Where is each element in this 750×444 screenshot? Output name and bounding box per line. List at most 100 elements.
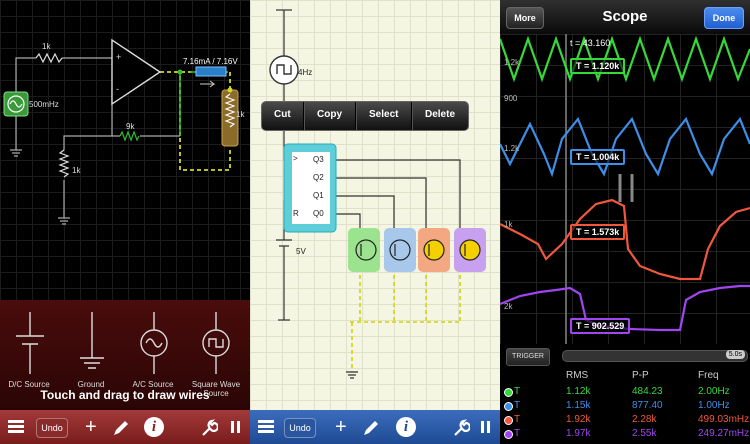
clock-freq-label: 4Hz — [298, 68, 313, 77]
menu-delete[interactable]: Delete — [425, 109, 456, 120]
trigger-button[interactable]: TRIGGER — [506, 348, 550, 366]
pause-icon-bar — [487, 421, 490, 433]
scale-label-5: 2k — [504, 302, 513, 311]
palette-label-dc: D/C Source — [8, 380, 50, 389]
timebase-value: 5.0s — [725, 350, 745, 359]
row-pp: 2.28k — [632, 414, 657, 425]
context-menu: Cut Copy Select Delete — [261, 101, 469, 131]
pencil-icon[interactable] — [362, 419, 380, 437]
palette-square-wave-source[interactable] — [188, 308, 244, 388]
measure-row[interactable]: T 1.12k 484.23 2.00Hz — [500, 386, 750, 399]
row-rms: 1.97k — [566, 428, 591, 439]
meter-readout: 7.16mA / 7.16V — [183, 57, 238, 66]
col-pp: P-P — [632, 370, 649, 381]
trace-tag-purple[interactable]: T = 902.529 — [570, 318, 631, 334]
scale-label-1: 1.2k — [504, 58, 520, 67]
row-name: T — [514, 414, 521, 425]
pause-icon[interactable] — [481, 421, 484, 433]
pin-q3-label: Q3 — [313, 155, 324, 164]
svg-text:-: - — [116, 84, 119, 94]
measure-row[interactable]: T 1.92k 2.28k 499.03mHz — [500, 414, 750, 427]
trace-tag-green[interactable]: T = 1.120k — [570, 58, 626, 74]
cursor-time-readout: t = 43.160 — [570, 38, 611, 48]
trace-blue — [500, 116, 750, 178]
timebase-slider[interactable]: 5.0s — [562, 350, 748, 362]
supply-label: 5V — [296, 247, 306, 256]
source-freq-label: 500mHz — [29, 100, 59, 109]
undo-button[interactable]: Undo — [36, 418, 68, 438]
row-pp: 2.55k — [632, 428, 657, 439]
row-rms: 1.12k — [566, 386, 591, 397]
undo-button[interactable]: Undo — [284, 418, 316, 438]
trace-tag-blue[interactable]: T = 1.004k — [570, 149, 626, 165]
parts-list-icon[interactable] — [258, 419, 274, 435]
resistor-1k-symbol — [35, 52, 63, 64]
more-button[interactable]: More — [506, 7, 544, 29]
col-freq: Freq — [698, 370, 719, 381]
reset-pin-label: R — [293, 209, 299, 218]
menu-copy[interactable]: Copy — [317, 109, 342, 120]
col-rms: RMS — [566, 370, 589, 381]
row-name: T — [514, 400, 521, 411]
r2-label: 9k — [126, 122, 135, 131]
scope-header: More Scope Done — [500, 0, 750, 35]
palette-ground[interactable] — [64, 308, 120, 388]
r3-label: 1k — [72, 166, 81, 175]
row-name: T — [514, 386, 521, 397]
pause-icon-bar — [237, 421, 240, 433]
palette-label-ac: A/C Source — [132, 380, 174, 389]
palette-ac-source[interactable] — [126, 308, 182, 388]
circuit-panel-light: 4Hz 5V > R Q3 Q2 Q1 Q0 Undo + i — [250, 0, 500, 444]
info-icon[interactable]: i — [144, 417, 164, 437]
r1-label: 1k — [42, 42, 51, 51]
pause-icon[interactable] — [231, 421, 234, 433]
resistor-ground-symbol — [58, 149, 70, 178]
trace-color-dot — [504, 402, 513, 411]
scope-panel: More Scope Done t = 43.160 1.2k 900 1.2k… — [500, 0, 750, 444]
circuit-panel-dark: + - 1k 500mHz 9k 1k 1k 7.16mA / 7.16V — [0, 0, 250, 444]
row-freq: 499.03mHz — [698, 414, 750, 425]
op-amp-symbol — [111, 38, 162, 106]
add-icon[interactable]: + — [335, 416, 347, 438]
pin-q1-label: Q1 — [313, 191, 324, 200]
meter-probe — [195, 66, 227, 77]
add-icon[interactable]: + — [85, 416, 97, 438]
toolbar-dark: Undo + i — [0, 410, 250, 444]
wrench-icon[interactable] — [200, 419, 218, 437]
scale-label-3: 1.2k — [504, 144, 520, 153]
row-rms: 1.92k — [566, 414, 591, 425]
measure-row[interactable]: T 1.97k 2.55k 249.27mHz — [500, 428, 750, 441]
row-name: T — [514, 428, 521, 439]
scope-traces — [500, 34, 750, 344]
measure-row[interactable]: T 1.15k 877.40 1.00Hz — [500, 400, 750, 413]
done-button[interactable]: Done — [704, 7, 744, 29]
parts-list-icon[interactable] — [8, 419, 24, 435]
led-row — [348, 228, 486, 272]
counter-circuit[interactable] — [250, 0, 500, 410]
pencil-icon[interactable] — [112, 419, 130, 437]
component-palette: D/C Source Ground A/C Source Square Wave… — [0, 300, 250, 410]
pin-q0-label: Q0 — [313, 209, 324, 218]
row-freq: 249.27mHz — [698, 428, 750, 439]
palette-label-square: Square Wave Source — [191, 380, 241, 398]
row-freq: 2.00Hz — [698, 386, 730, 397]
palette-label-ground: Ground — [77, 380, 105, 389]
wrench-icon[interactable] — [452, 419, 470, 437]
row-freq: 1.00Hz — [698, 400, 730, 411]
draw-wires-hint: Touch and drag to draw wires — [40, 388, 210, 402]
r4-label: 1k — [236, 110, 245, 119]
info-icon[interactable]: i — [396, 417, 416, 437]
scale-label-2: 900 — [504, 94, 518, 103]
menu-cut[interactable]: Cut — [274, 109, 291, 120]
op-amp-circuit[interactable]: + - — [0, 0, 250, 300]
palette-dc-source[interactable] — [2, 308, 58, 388]
trace-tag-red[interactable]: T = 1.573k — [570, 224, 626, 240]
row-pp: 484.23 — [632, 386, 663, 397]
row-pp: 877.40 — [632, 400, 663, 411]
trace-color-dot — [504, 416, 513, 425]
trace-green — [500, 35, 750, 83]
resistor-9k-symbol — [119, 130, 140, 142]
row-rms: 1.15k — [566, 400, 591, 411]
menu-select[interactable]: Select — [369, 109, 399, 120]
pin-q2-label: Q2 — [313, 173, 324, 182]
